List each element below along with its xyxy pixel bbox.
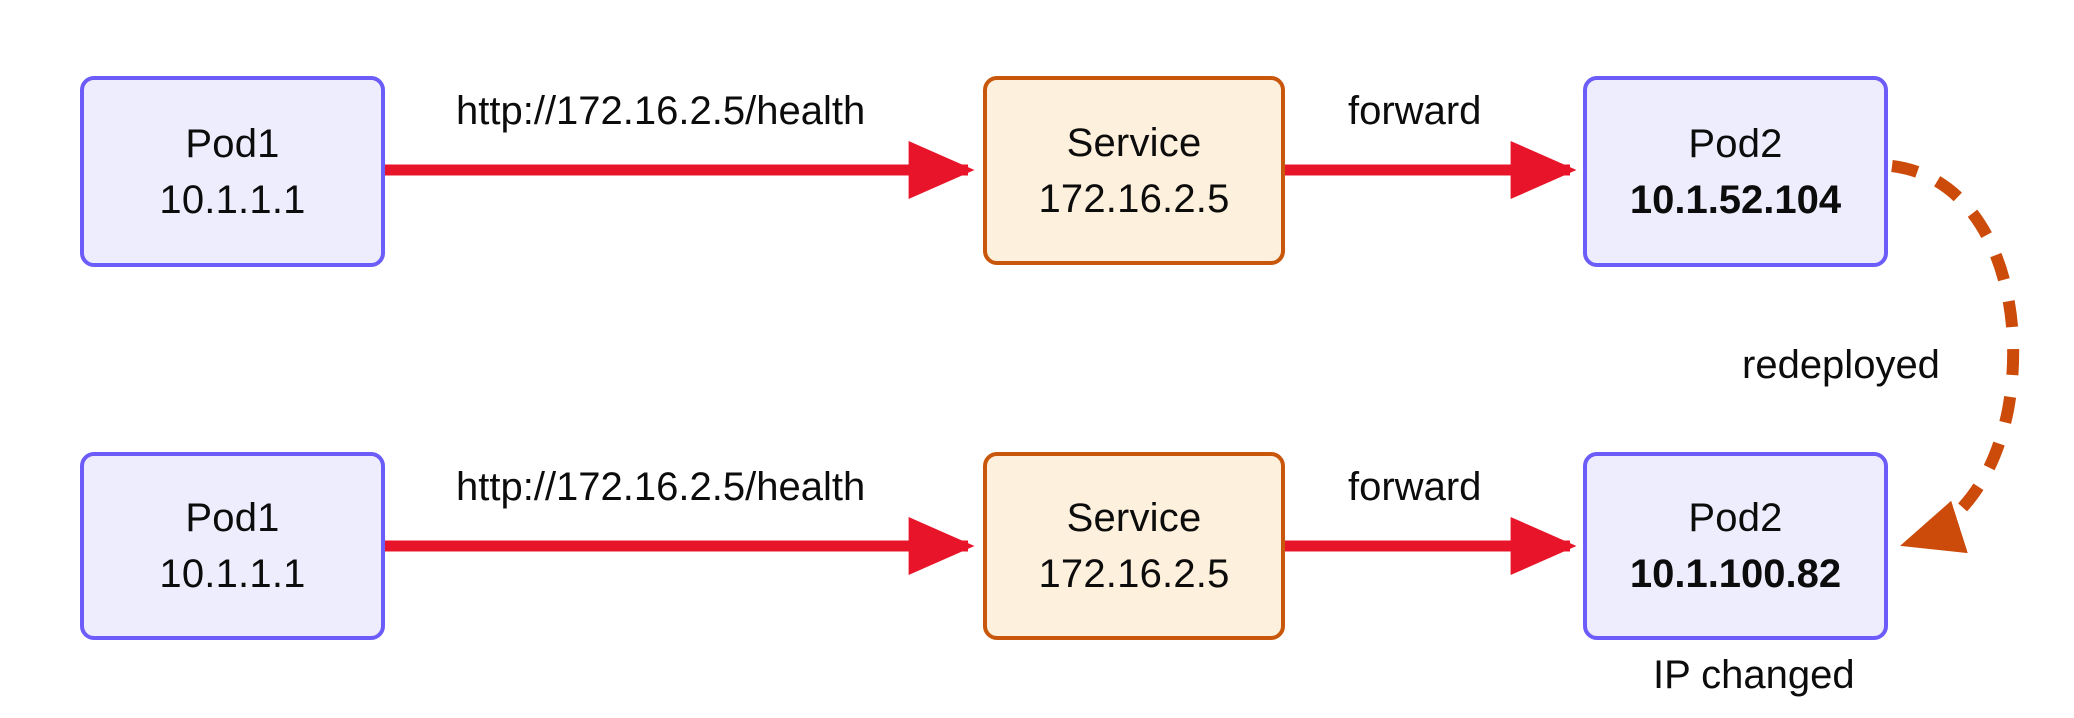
node-ip: 10.1.52.104 xyxy=(1629,177,1842,222)
node-title: Pod1 xyxy=(185,121,280,166)
node-ip: 10.1.100.82 xyxy=(1629,552,1842,596)
node-service-after[interactable]: Service 172.16.2.5 xyxy=(983,452,1285,640)
edge-label-forward-before: forward xyxy=(1348,89,1482,133)
node-title: Service xyxy=(1066,120,1202,165)
annotation-ip-changed: IP changed xyxy=(1653,653,1855,697)
edge-label-request-before: http://172.16.2.5/health xyxy=(456,89,866,133)
node-ip: 10.1.1.1 xyxy=(159,177,306,222)
annotation-redeployed: redeployed xyxy=(1742,343,1940,387)
node-pod2-after[interactable]: Pod2 10.1.100.82 xyxy=(1583,452,1888,640)
node-title: Service xyxy=(1066,496,1202,540)
edge-label-forward-after: forward xyxy=(1348,465,1482,509)
node-pod1-before[interactable]: Pod1 10.1.1.1 xyxy=(80,76,385,267)
edge-label-request-after: http://172.16.2.5/health xyxy=(456,465,866,509)
node-ip: 10.1.1.1 xyxy=(159,552,306,596)
node-pod2-before[interactable]: Pod2 10.1.52.104 xyxy=(1583,76,1888,267)
node-ip: 172.16.2.5 xyxy=(1038,552,1230,596)
node-pod1-after[interactable]: Pod1 10.1.1.1 xyxy=(80,452,385,640)
node-ip: 172.16.2.5 xyxy=(1038,176,1230,221)
node-service-before[interactable]: Service 172.16.2.5 xyxy=(983,76,1285,265)
node-title: Pod2 xyxy=(1688,121,1783,166)
node-title: Pod1 xyxy=(185,496,280,540)
node-title: Pod2 xyxy=(1688,496,1783,540)
